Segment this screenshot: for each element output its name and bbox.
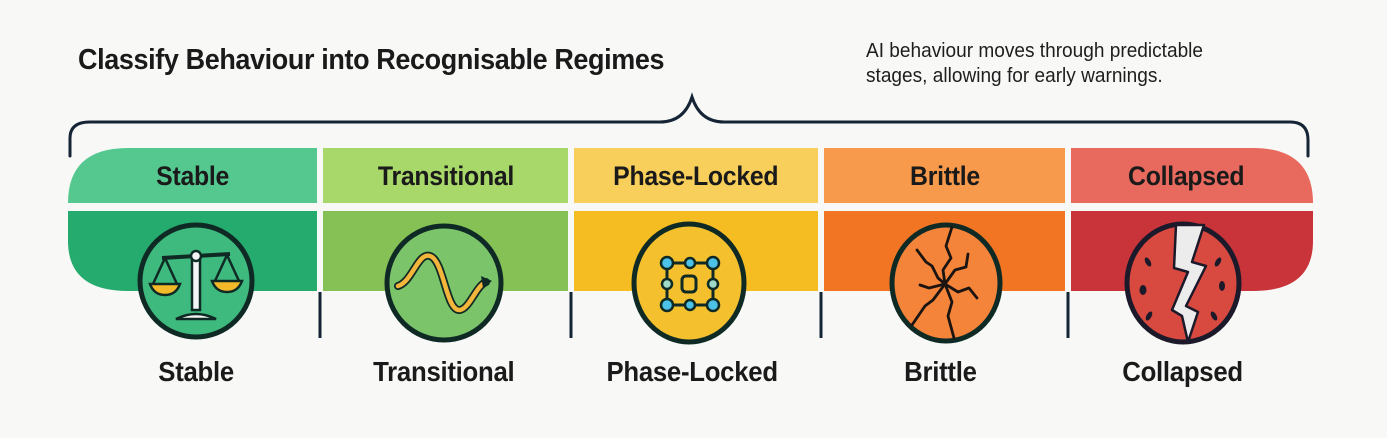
band-label-transitional: Transitional [377,160,514,191]
top-bands [68,148,1313,203]
regime-label-transitional: Transitional [373,356,515,387]
grid-nodes-icon [631,221,747,345]
band-label-brittle: Brittle [909,160,980,191]
balance-scale-icon [137,222,255,340]
diagram-subtitle: AI behaviour moves through predictable s… [866,39,1204,87]
regime-label-phase-locked: Phase-Locked [606,356,778,387]
shattered-circle-icon [1124,221,1242,345]
regime-label-stable: Stable [158,356,234,387]
regime-label-brittle: Brittle [903,356,977,387]
diagram-title: Classify Behaviour into Recognisable Reg… [78,44,665,76]
wave-arrow-icon [384,223,504,343]
band-label-collapsed: Collapsed [1127,160,1245,191]
band-label-stable: Stable [156,160,229,191]
cracked-circle-icon [889,222,1003,344]
grouping-bracket [68,92,1310,158]
divider-ticks [318,292,1070,338]
regime-label-collapsed: Collapsed [1122,356,1244,387]
band-label-phase-locked: Phase-Locked [613,160,779,191]
